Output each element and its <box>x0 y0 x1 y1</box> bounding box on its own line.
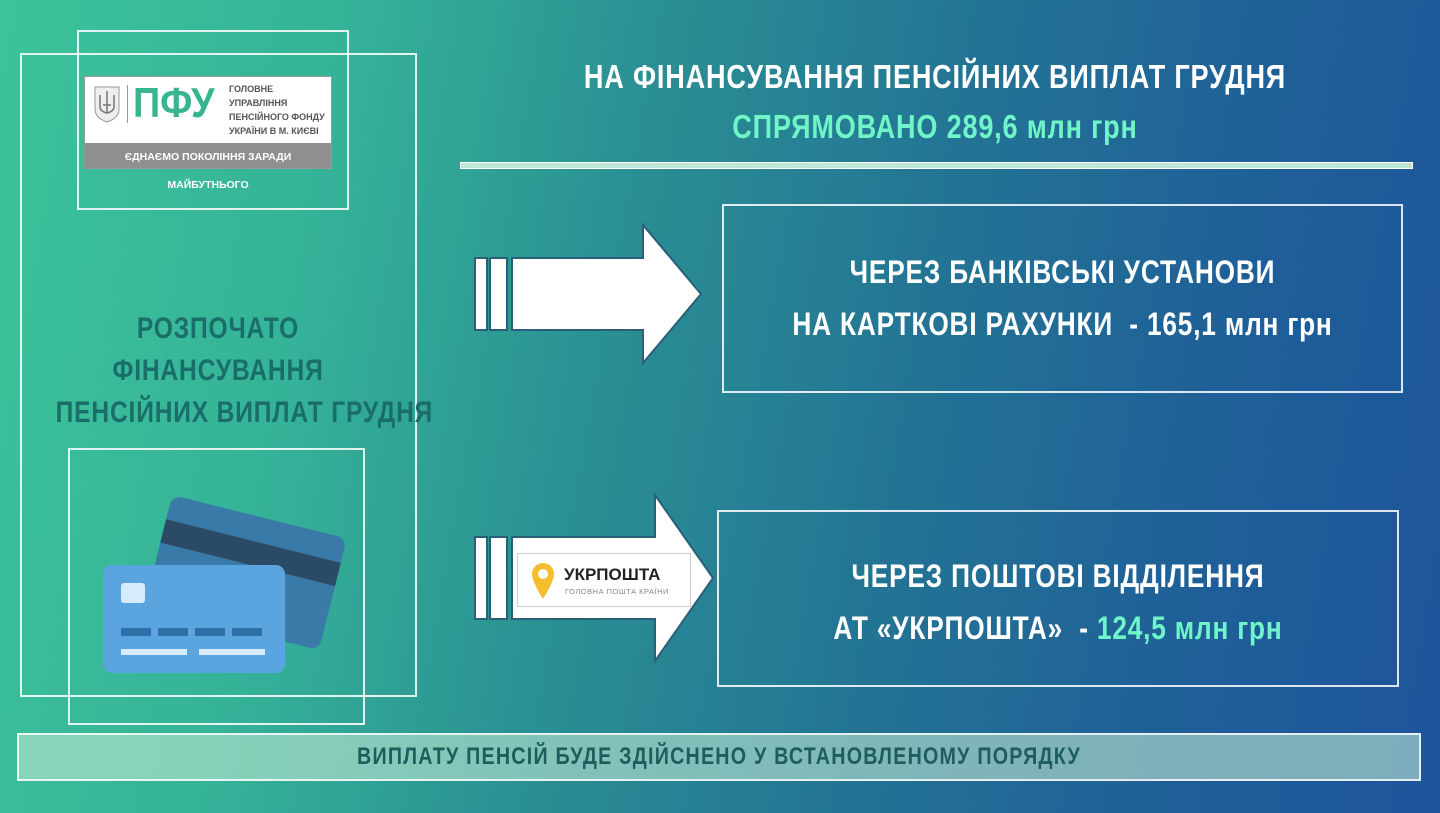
left-panel-frame <box>20 53 417 697</box>
org-line: ПЕНСІЙНОГО ФОНДУ <box>229 112 325 122</box>
header-divider <box>460 162 1413 169</box>
left-line-1: РОЗПОЧАТО <box>136 312 300 345</box>
post-amount: 124,5 млн грн <box>1096 610 1283 646</box>
banks-box: ЧЕРЕЗ БАНКІВСЬКІ УСТАНОВИ НА КАРТКОВІ РА… <box>722 204 1403 393</box>
logo-frame <box>77 30 349 210</box>
post-line-1: ЧЕРЕЗ ПОШТОВІ ВІДДІЛЕННЯ <box>851 558 1265 594</box>
arrow-right-icon <box>474 222 703 366</box>
post-box: ЧЕРЕЗ ПОШТОВІ ВІДДІЛЕННЯ АТ «УКРПОШТА» -… <box>717 510 1399 687</box>
card-frame <box>68 448 365 725</box>
post-dash: - <box>1079 610 1089 646</box>
pfu-slogan: ЄДНАЄМО ПОКОЛІННЯ ЗАРАДИ МАЙБУТНЬОГО <box>85 140 331 191</box>
org-line: ГОЛОВНЕ УПРАВЛІННЯ <box>229 84 288 108</box>
bank-cards-icon <box>103 497 345 673</box>
header-line-2: СПРЯМОВАНО 289,6 млн грн <box>732 108 1138 145</box>
ukrposhta-name: УКРПОШТА <box>564 565 661 584</box>
ukrposhta-tagline: ГОЛОВНА ПОШТА КРАЇНИ <box>565 587 669 596</box>
left-line-3: ПЕНСІЙНИХ ВИПЛАТ ГРУДНЯ <box>55 396 434 429</box>
banks-amount: - 165,1 млн грн <box>1129 306 1333 342</box>
trident-icon <box>94 86 120 123</box>
footer-text: ВИПЛАТУ ПЕНСІЙ БУДЕ ЗДІЙСНЕНО У ВСТАНОВЛ… <box>357 743 1081 770</box>
post-line-2: АТ «УКРПОШТА» - 124,5 млн грн <box>780 610 1336 647</box>
pfu-logo: ПФУ ГОЛОВНЕ УПРАВЛІННЯ ПЕНСІЙНОГО ФОНДУ … <box>84 76 332 191</box>
post-text: АТ «УКРПОШТА» <box>833 610 1064 646</box>
ukrposhta-logo: УКРПОШТА ГОЛОВНА ПОШТА КРАЇНИ <box>517 553 691 607</box>
location-pin-icon <box>532 563 554 599</box>
org-line: УКРАЇНИ В М. КИЄВІ <box>229 126 319 136</box>
banks-text: НА КАРТКОВІ РАХУНКИ <box>792 306 1114 342</box>
left-line-2: ФІНАНСУВАННЯ <box>112 354 324 387</box>
banks-line-1: ЧЕРЕЗ БАНКІВСЬКІ УСТАНОВИ <box>849 254 1276 290</box>
header-line-1: НА ФІНАНСУВАННЯ ПЕНСІЙНИХ ВИПЛАТ ГРУДНЯ <box>583 58 1287 95</box>
banks-line-2: НА КАРТКОВІ РАХУНКИ - 165,1 млн грн <box>785 306 1340 343</box>
pfu-abbr: ПФУ <box>133 79 215 126</box>
footer-bar: ВИПЛАТУ ПЕНСІЙ БУДЕ ЗДІЙСНЕНО У ВСТАНОВЛ… <box>17 733 1421 781</box>
